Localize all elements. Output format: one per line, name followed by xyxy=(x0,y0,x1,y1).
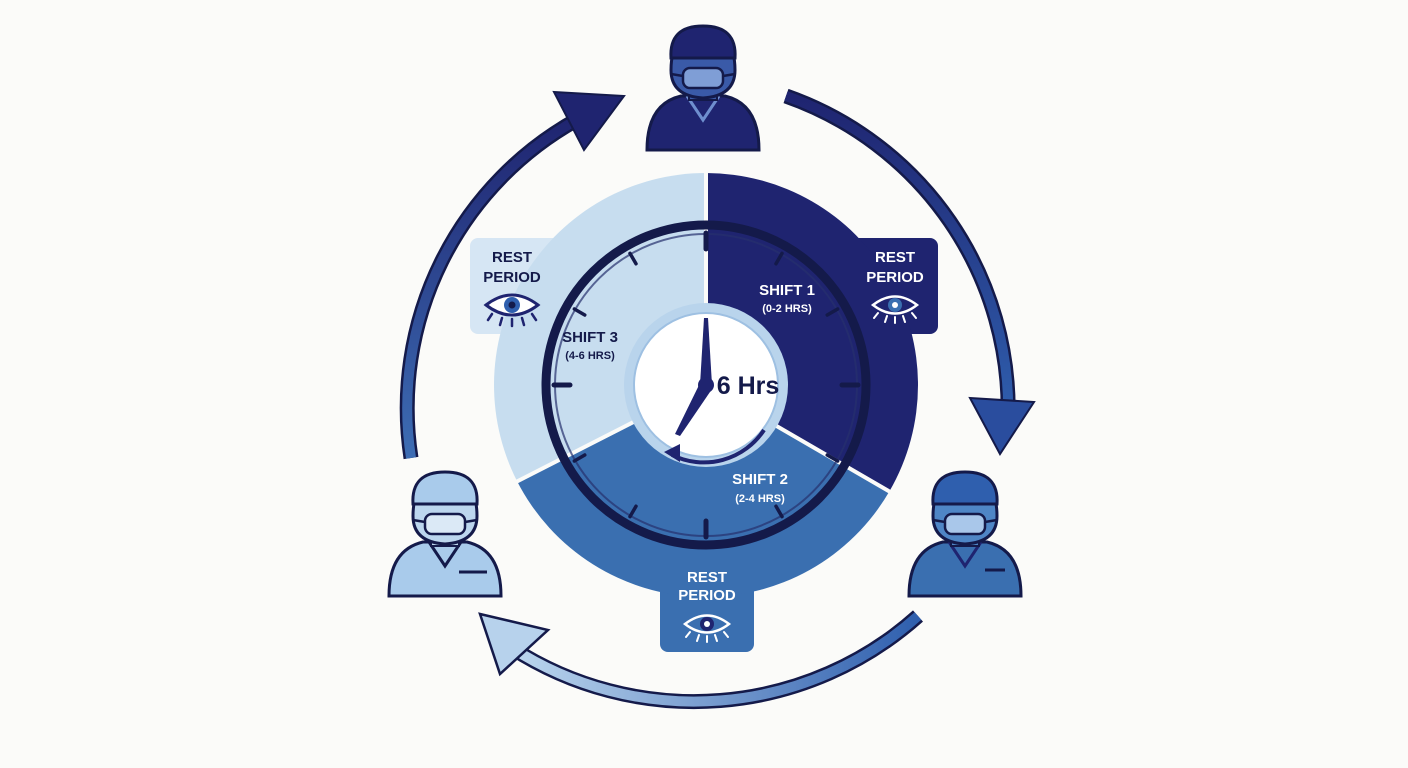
rest-bottom-line1: REST xyxy=(687,569,727,586)
worker-right xyxy=(907,470,1023,598)
surgeon-icon xyxy=(387,470,503,598)
arrowhead-right xyxy=(968,396,1036,456)
shift-2-range: (2-4 HRS) xyxy=(735,493,785,505)
rest-left-line2: PERIOD xyxy=(483,269,541,286)
shift-2-title: SHIFT 2 xyxy=(732,471,788,488)
clock-tick xyxy=(572,453,587,463)
clock-tick xyxy=(825,307,840,317)
clock-pivot xyxy=(698,377,714,393)
eye-icon xyxy=(682,614,732,643)
eye-icon xyxy=(483,293,541,328)
surgeon-icon xyxy=(645,24,761,152)
surgeon-icon xyxy=(907,470,1023,598)
rest-labels: REST PERIOD REST PERIOD REST PERIOD xyxy=(483,249,924,643)
rotation-arrows xyxy=(399,88,1036,710)
worker-top xyxy=(645,24,761,152)
rest-right-line2: PERIOD xyxy=(866,269,924,286)
rest-left-line1: REST xyxy=(492,249,532,266)
rest-bottom-line2: PERIOD xyxy=(678,587,736,604)
clock-bezel xyxy=(541,220,871,550)
clock-tick xyxy=(628,251,638,266)
shift-3-range: (4-6 HRS) xyxy=(565,350,615,362)
clock-tick xyxy=(628,504,638,519)
clock-minute-hand xyxy=(700,318,712,385)
clock-tick xyxy=(774,504,784,519)
clock-ticks xyxy=(551,230,861,540)
shift-labels: SHIFT 1 (0-2 HRS) SHIFT 2 (2-4 HRS) SHIF… xyxy=(562,282,815,505)
clock-center-label: 6 Hrs xyxy=(717,372,780,400)
arrowhead-top xyxy=(552,90,626,152)
shift-1-range: (0-2 HRS) xyxy=(762,303,812,315)
clock-tick xyxy=(572,307,587,317)
shift-3-title: SHIFT 3 xyxy=(562,329,618,346)
clock-hour-hand xyxy=(675,379,712,436)
clock-tick xyxy=(825,453,840,463)
clock-tick xyxy=(774,251,784,266)
shift-1-title: SHIFT 1 xyxy=(759,282,815,299)
clock: 6 Hrs xyxy=(541,220,871,550)
arrowhead-left xyxy=(478,612,551,677)
rest-right-line1: REST xyxy=(875,249,915,266)
eye-icon xyxy=(870,295,920,324)
worker-left xyxy=(387,470,503,598)
